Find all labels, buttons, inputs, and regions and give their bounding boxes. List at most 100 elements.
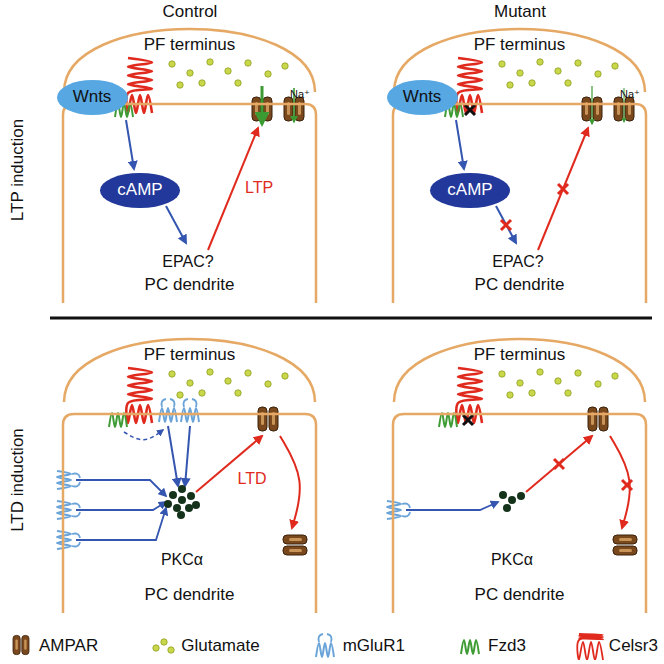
dendrite-outline: PC dendrite cAMP (62, 103, 317, 303)
ampar-channel (252, 97, 261, 121)
annotation-label: EPAC? (492, 253, 543, 271)
ampar-channel (613, 546, 637, 555)
block-cross (463, 415, 473, 425)
block-cross (554, 459, 564, 469)
glutamate-dot (612, 373, 618, 379)
ampar-channel (283, 535, 307, 544)
ampar-channel (284, 97, 293, 121)
annotation-label: LTD (237, 470, 266, 488)
mglur1-receptor (316, 634, 334, 657)
pkc-dot (178, 496, 186, 504)
membrane-outline (393, 104, 646, 303)
membrane-outline (63, 414, 316, 613)
ltp-panel (445, 58, 634, 250)
signal-arrow (76, 502, 166, 510)
block-cross (554, 459, 564, 469)
annotation-label: Mutant (494, 2, 546, 22)
block-cross (463, 415, 473, 425)
ampar-channel (258, 407, 278, 431)
membrane-outline (394, 339, 645, 402)
legend-text: Celsr3 (609, 636, 658, 656)
membrane-outline (63, 104, 316, 303)
molecule-ellipse: Wnts (56, 79, 129, 116)
signal-arrow (76, 508, 166, 540)
signal-arrow (126, 120, 134, 169)
legend-symbol (576, 632, 606, 660)
legend-item: Celsr3 (576, 632, 658, 660)
ltp-panel (115, 58, 304, 250)
pkc-dot (192, 501, 200, 509)
ampar-channel (295, 97, 304, 121)
membrane-outline (392, 103, 647, 303)
glutamate-dot (537, 59, 543, 65)
annotation-label: Na⁺ (290, 88, 310, 101)
legend-item: mGluR1 (310, 632, 405, 660)
glutamate-dot (153, 645, 159, 651)
dendrite-outline: PC dendrite (392, 413, 647, 613)
block-cross (622, 480, 632, 490)
ellipse-shape (100, 173, 180, 208)
glutamate-dot (565, 80, 571, 86)
block-cross (622, 480, 632, 490)
ampar-channel (22, 635, 29, 654)
molecule-ellipse: cAMP (99, 172, 181, 209)
glutamate-dot (595, 71, 601, 77)
terminal-outline: PF terminus (392, 328, 647, 402)
ampar-channel (289, 549, 302, 552)
dendrite-outline: PC dendritecAMP (392, 103, 647, 303)
annotation-label: PKCα (161, 551, 203, 569)
ampar-channel (582, 97, 591, 121)
legend-text: Glutamate (181, 636, 259, 656)
legend-symbol (455, 632, 485, 660)
glutamate-dot (199, 80, 205, 86)
membrane-outline (392, 413, 647, 613)
glutamate-dot (265, 381, 271, 387)
glutamate-dot (517, 70, 523, 76)
dendrite-outline: PC dendrite (62, 413, 317, 613)
legend-text: Fzd3 (488, 636, 526, 656)
legend-item: Fzd3 (455, 632, 526, 660)
signal-arrow (456, 120, 464, 169)
membrane-outline (392, 328, 647, 402)
annotation-label: Control (163, 2, 218, 22)
row-heading: LTD induction (8, 428, 28, 532)
annotation-label: LTP (245, 179, 273, 197)
block-cross (558, 184, 568, 194)
ellipse-shape (387, 80, 458, 115)
legend-item: AMPAR (6, 632, 98, 660)
mglur1-receptor (162, 399, 175, 407)
ampar-channel (593, 97, 602, 121)
pkc-dot (517, 492, 525, 500)
glutamate-dot (529, 390, 535, 396)
glutamate-dot (169, 371, 175, 377)
ellipse-shape (430, 173, 510, 208)
node-text: cAMP (117, 180, 162, 200)
block-cross (622, 480, 632, 490)
ampar-channel (283, 535, 307, 555)
glutamate-dot (555, 378, 561, 384)
glutamate-dot (507, 82, 513, 88)
node-text: PC dendrite (145, 275, 235, 295)
ampar-channel (614, 97, 623, 121)
glutamate-dot (282, 63, 288, 69)
glutamate-dot (199, 390, 205, 396)
node-text: PC dendrite (475, 275, 565, 295)
legend-symbol (148, 632, 178, 660)
membrane-outline (62, 328, 317, 402)
ampar-channel (24, 639, 26, 649)
signal-arrow (526, 436, 592, 492)
glutamate-dot (575, 370, 581, 376)
pkc-dot (185, 504, 193, 512)
celsr3-receptor (577, 634, 603, 660)
block-cross (558, 184, 568, 194)
panel-separator (50, 317, 652, 320)
signal-arrow (406, 502, 498, 510)
ampar-channel (625, 97, 634, 121)
signal-arrow (610, 436, 630, 528)
ampar-channel (613, 535, 637, 544)
pkc-dot (499, 491, 507, 499)
annotation-label: EPAC? (162, 253, 213, 271)
ampar-channel (15, 639, 17, 649)
ltd-panel (57, 368, 307, 555)
